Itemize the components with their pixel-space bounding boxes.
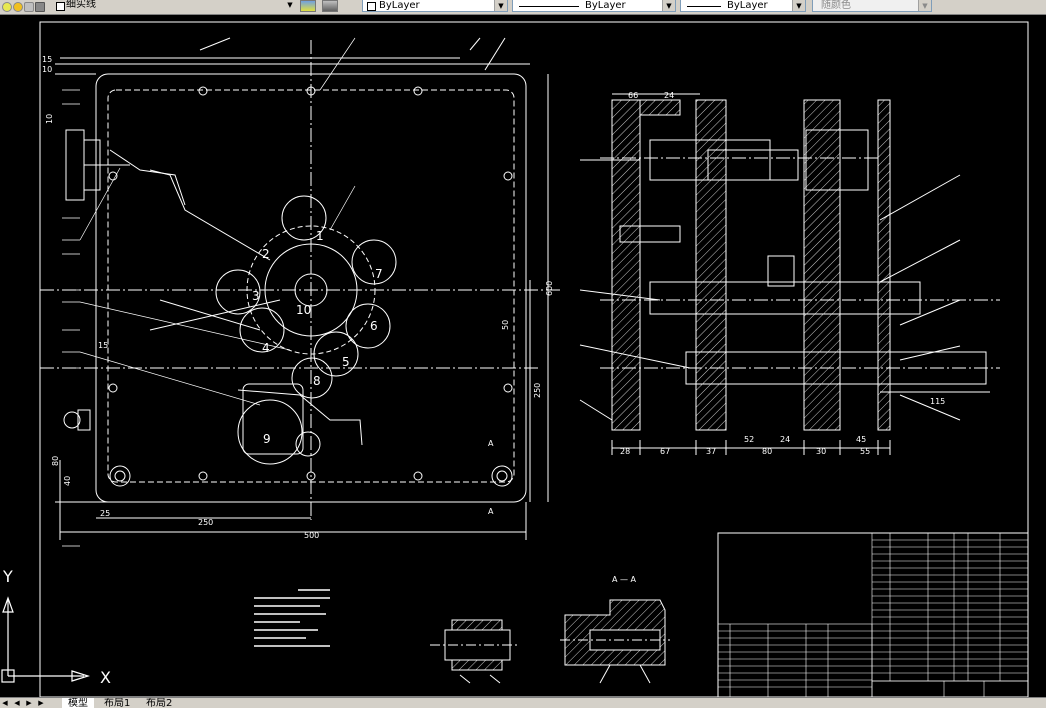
svg-text:37: 37 — [706, 447, 716, 456]
svg-text:A — A: A — A — [612, 575, 637, 584]
first-tab-arrow-icon[interactable]: ◀ — [2, 699, 8, 707]
chevron-down-icon: ▼ — [918, 0, 931, 11]
parts-list-table — [717, 532, 1029, 697]
detail-view — [430, 619, 520, 684]
ucs-icon — [1, 596, 91, 683]
svg-text:15: 15 — [98, 341, 108, 350]
linetype-sample — [519, 6, 579, 7]
color-swatch-icon — [367, 2, 376, 11]
dimension-text-left: 15 10 10 25 250 500 80 40 600 250 50 15 … — [42, 55, 554, 540]
last-tab-arrow-icon[interactable]: ▶ — [38, 699, 44, 707]
side-cylinder — [63, 129, 130, 431]
ucs-x-label: X — [100, 668, 111, 687]
drawing-outer-frame — [39, 21, 1029, 697]
layer-lock-icon[interactable] — [24, 2, 34, 12]
gear-number-labels: 1 2 3 4 5 6 7 8 9 10 — [252, 229, 383, 446]
svg-text:3: 3 — [252, 289, 260, 303]
housing-plan-view — [40, 37, 560, 540]
svg-text:6: 6 — [370, 319, 378, 333]
svg-text:40: 40 — [63, 476, 72, 486]
properties-toolbar: 细实线 ▼ ByLayer ▼ ByLayer ▼ ByLayer ▼ 随颜色 … — [0, 0, 1046, 15]
svg-text:7: 7 — [375, 267, 383, 281]
chevron-down-icon: ▼ — [287, 1, 293, 9]
color-control-dropdown[interactable]: ByLayer ▼ — [362, 0, 508, 12]
plotstyle-control-dropdown[interactable]: 随颜色 ▼ — [812, 0, 932, 12]
ucs-y-label: Y — [2, 567, 13, 586]
svg-text:10: 10 — [296, 303, 311, 317]
svg-text:25: 25 — [100, 509, 110, 518]
svg-text:2: 2 — [262, 247, 270, 261]
title-block-frame — [717, 532, 1029, 697]
svg-text:4: 4 — [262, 341, 270, 355]
leader-lines — [62, 37, 356, 547]
svg-text:9: 9 — [263, 432, 271, 446]
svg-text:250: 250 — [198, 518, 213, 527]
linetype-value: ByLayer — [585, 0, 626, 11]
svg-text:15: 15 — [42, 55, 52, 64]
chevron-down-icon: ▼ — [662, 0, 675, 11]
gear-train — [109, 149, 397, 465]
svg-text:5: 5 — [342, 355, 350, 369]
tab-layout1[interactable]: 布局1 — [104, 698, 131, 708]
svg-text:80: 80 — [51, 456, 60, 466]
svg-text:10: 10 — [45, 114, 54, 124]
svg-text:66: 66 — [628, 91, 638, 100]
svg-text:52: 52 — [744, 435, 754, 444]
section-a-a-view: A — A — [560, 575, 670, 684]
layer-color-icon[interactable] — [35, 2, 45, 12]
chevron-down-icon: ▼ — [792, 0, 805, 11]
svg-text:1: 1 — [316, 229, 324, 243]
layer-swatch-icon — [56, 2, 65, 11]
prev-tab-arrow-icon[interactable]: ◀ — [14, 699, 20, 707]
lineweight-control-dropdown[interactable]: ByLayer ▼ — [680, 0, 806, 12]
svg-text:A: A — [488, 439, 494, 448]
svg-text:67: 67 — [660, 447, 670, 456]
chevron-down-icon: ▼ — [494, 0, 507, 11]
svg-text:45: 45 — [856, 435, 866, 444]
color-value: ByLayer — [379, 0, 420, 11]
drawing-canvas[interactable]: 15 10 10 25 250 500 80 40 600 250 50 15 … — [0, 14, 1046, 697]
svg-text:30: 30 — [816, 447, 826, 456]
tab-layout2[interactable]: 布局2 — [146, 698, 173, 708]
plotstyle-value: 随颜色 — [821, 0, 851, 11]
svg-text:55: 55 — [860, 447, 870, 456]
svg-text:250: 250 — [533, 383, 542, 398]
layer-on-icon[interactable] — [2, 2, 12, 12]
lineweight-sample — [687, 6, 721, 7]
svg-text:A: A — [488, 507, 494, 516]
layout-tab-bar: ◀ ◀ ▶ ▶ 模型 布局1 布局2 — [0, 697, 1046, 708]
next-tab-arrow-icon[interactable]: ▶ — [26, 699, 32, 707]
layer-name: 细实线 — [66, 0, 96, 10]
svg-text:8: 8 — [313, 374, 321, 388]
layer-previous-icon[interactable] — [322, 0, 338, 12]
svg-text:500: 500 — [304, 531, 319, 540]
svg-text:115: 115 — [930, 397, 945, 406]
lineweight-value: ByLayer — [727, 0, 768, 11]
svg-text:600: 600 — [545, 281, 554, 296]
section-dimension-text: 66 24 28 67 37 52 24 80 30 45 55 115 — [620, 91, 945, 456]
svg-text:28: 28 — [620, 447, 630, 456]
tab-model[interactable]: 模型 — [62, 698, 94, 708]
make-current-layer-icon[interactable] — [300, 0, 316, 12]
section-view — [579, 93, 1000, 455]
linetype-control-dropdown[interactable]: ByLayer ▼ — [512, 0, 676, 12]
layer-dropdown[interactable]: 细实线 ▼ — [52, 0, 296, 12]
svg-text:80: 80 — [762, 447, 772, 456]
svg-text:10: 10 — [42, 65, 52, 74]
layer-freeze-icon[interactable] — [13, 2, 23, 12]
svg-text:24: 24 — [780, 435, 790, 444]
svg-text:50: 50 — [501, 320, 510, 330]
svg-text:24: 24 — [664, 91, 674, 100]
technical-notes — [254, 589, 330, 647]
